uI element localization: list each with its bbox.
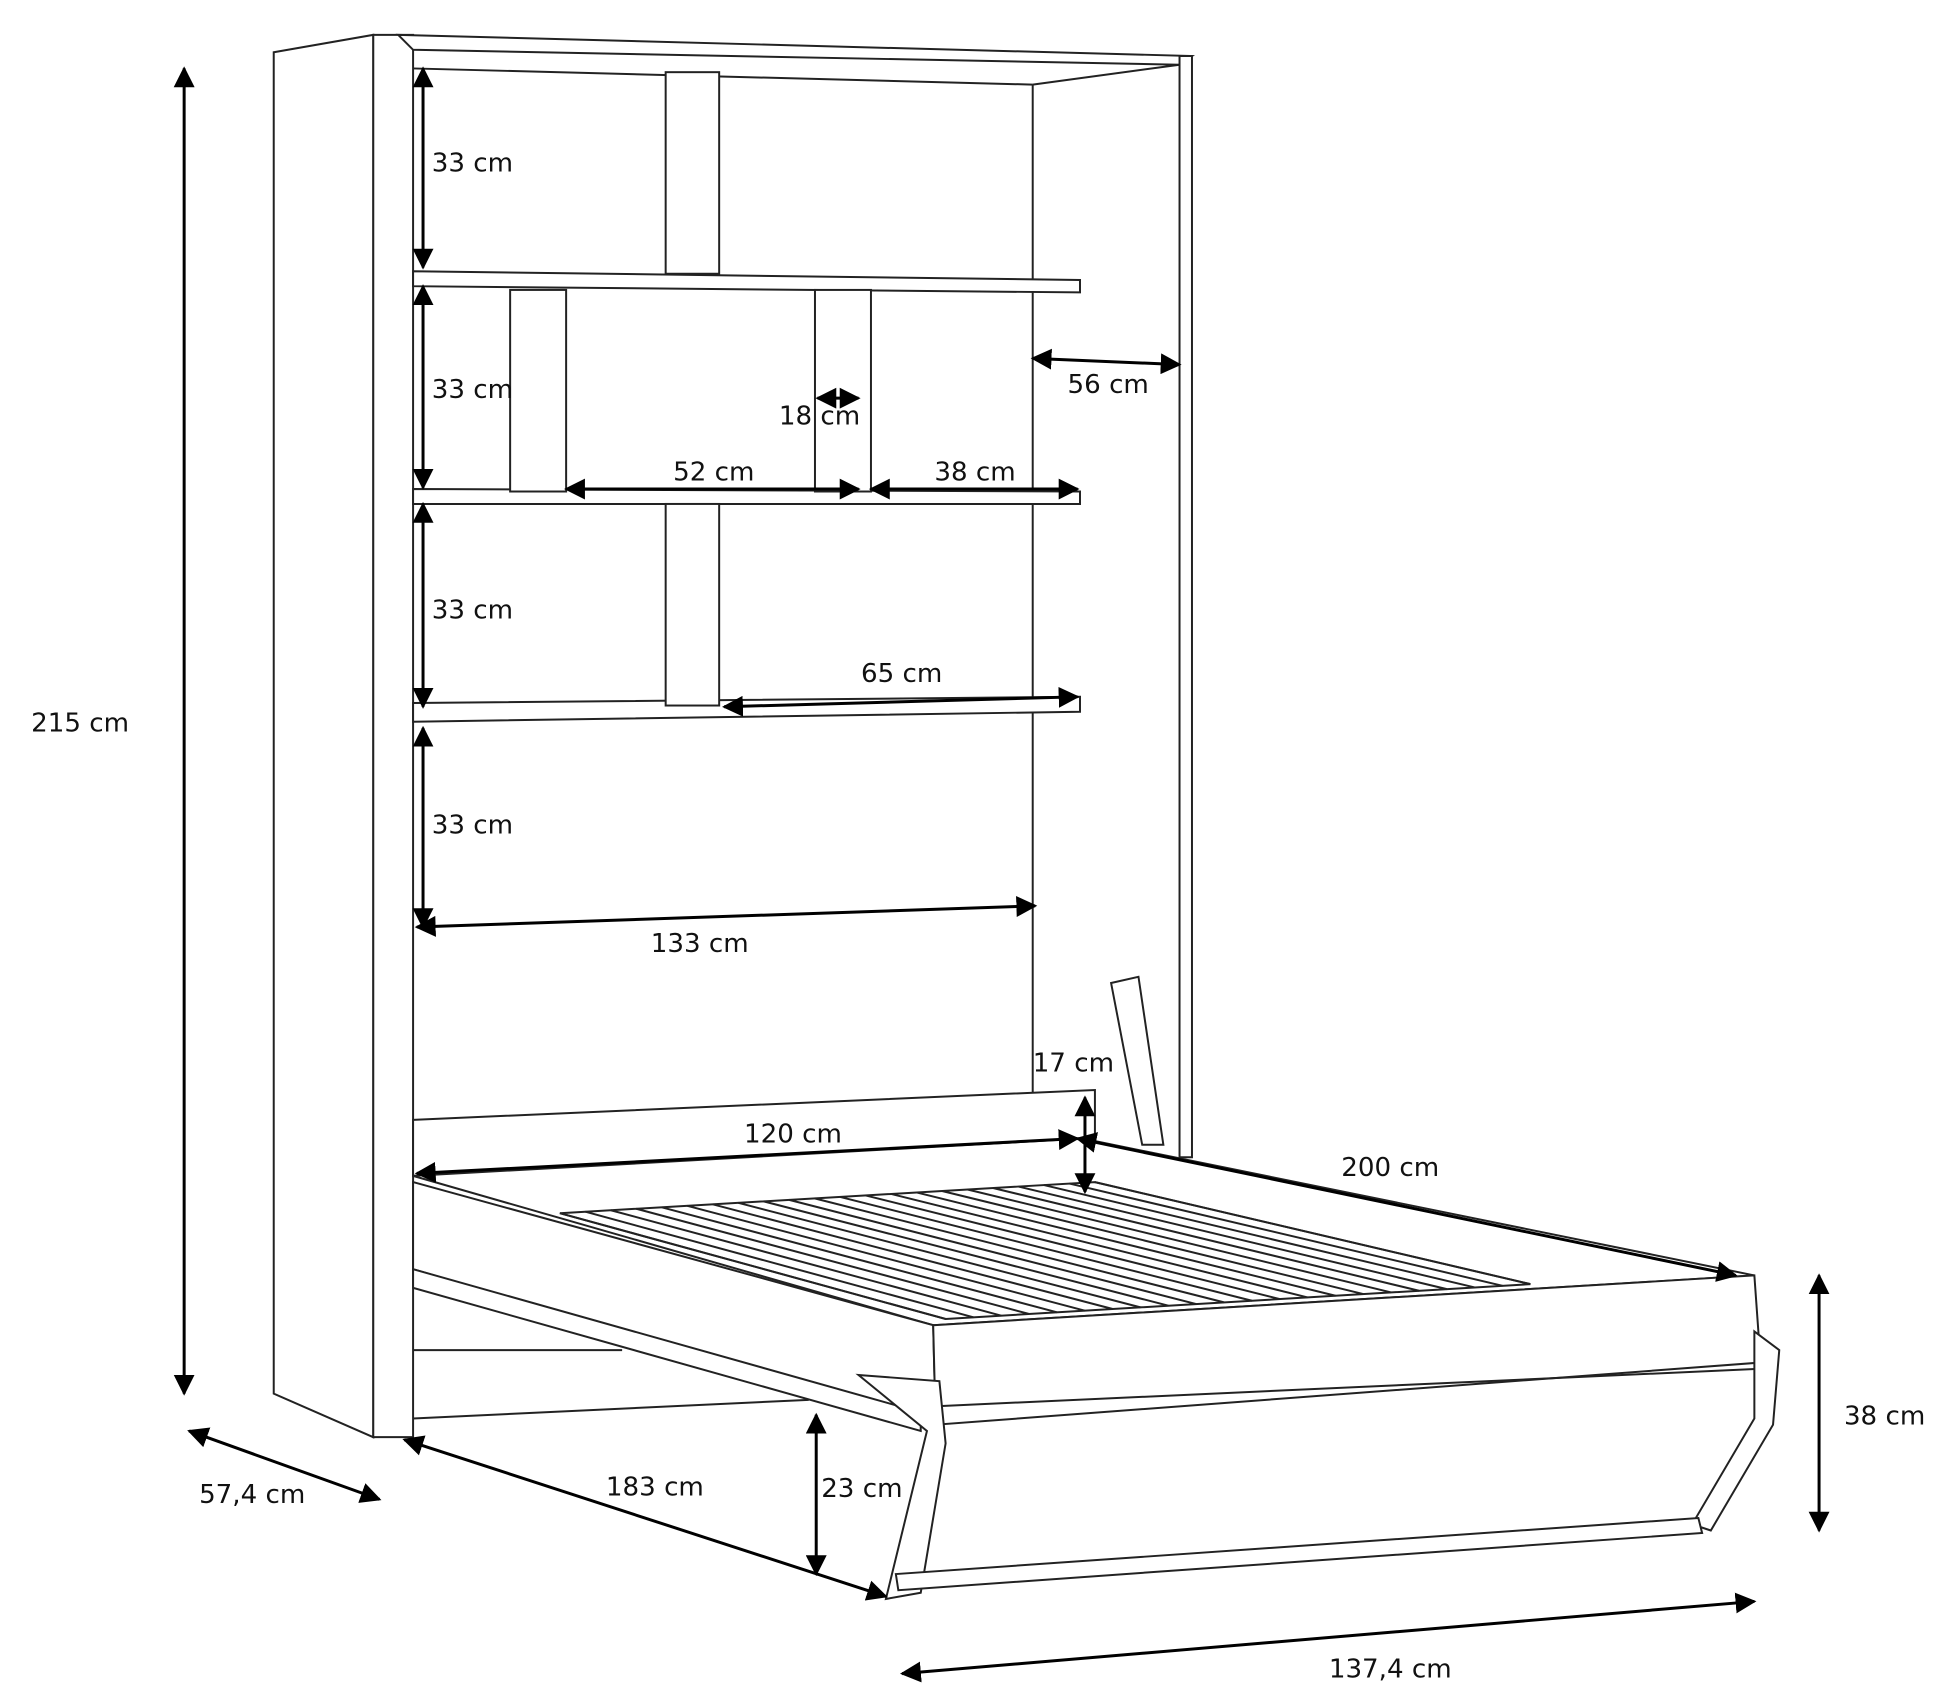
slat	[712, 1203, 1113, 1310]
label-shelf-width: 65 cm	[861, 659, 942, 689]
label-shelf-height-3: 33 cm	[432, 595, 513, 625]
label-bed-height: 38 cm	[1844, 1402, 1925, 1432]
divider-top	[664, 71, 721, 275]
divider-lower	[664, 502, 721, 707]
divider-mid-right	[813, 288, 872, 493]
slat	[636, 1207, 1030, 1315]
slat	[661, 1206, 1058, 1314]
shelf-1	[412, 270, 1081, 294]
label-inner-width: 133 cm	[651, 929, 749, 959]
dimension-labels: 215 cm 57,4 cm 33 cm 33 cm 33 cm 33 cm 1…	[31, 149, 1925, 1685]
front-frame-left	[372, 33, 415, 1439]
label-shelf-depth: 56 cm	[1068, 370, 1149, 400]
leg-right	[1690, 1329, 1781, 1532]
top-panel	[395, 33, 1196, 66]
label-mattress-width: 120 cm	[744, 1119, 842, 1149]
hinge-bracket-top	[1109, 975, 1165, 1146]
label-shelf-height-2: 33 cm	[432, 375, 513, 405]
left-rail	[412, 1267, 922, 1433]
label-total-height: 215 cm	[31, 709, 129, 739]
slat	[737, 1201, 1141, 1309]
bed	[412, 975, 1781, 1601]
label-mattress-length: 200 cm	[1341, 1153, 1439, 1183]
label-compartment-right: 38 cm	[934, 457, 1015, 487]
dimension-lines	[173, 66, 1830, 1683]
left-side-panel	[272, 33, 375, 1439]
slat	[763, 1200, 1169, 1307]
label-compartment-left: 52 cm	[673, 457, 754, 487]
right-side-panel	[1178, 54, 1193, 1159]
slat	[559, 1212, 946, 1320]
label-divider-width: 18 cm	[779, 401, 860, 431]
label-shelf-height-1: 33 cm	[432, 149, 513, 179]
slat	[687, 1204, 1086, 1312]
slat	[814, 1197, 1225, 1304]
slat	[610, 1209, 1002, 1317]
label-open-depth: 183 cm	[606, 1473, 704, 1503]
slat	[839, 1195, 1253, 1302]
bottom-rail	[894, 1517, 1704, 1592]
cabinet	[272, 33, 1196, 1439]
label-floor-clearance: 23 cm	[821, 1474, 902, 1504]
divider-mid-left	[509, 288, 568, 493]
slat	[585, 1210, 974, 1319]
label-shelf-height-4: 33 cm	[432, 811, 513, 841]
label-headboard-height: 17 cm	[1033, 1048, 1114, 1078]
label-overall-width: 137,4 cm	[1329, 1654, 1452, 1684]
label-depth: 57,4 cm	[199, 1480, 305, 1510]
slat	[788, 1198, 1197, 1306]
